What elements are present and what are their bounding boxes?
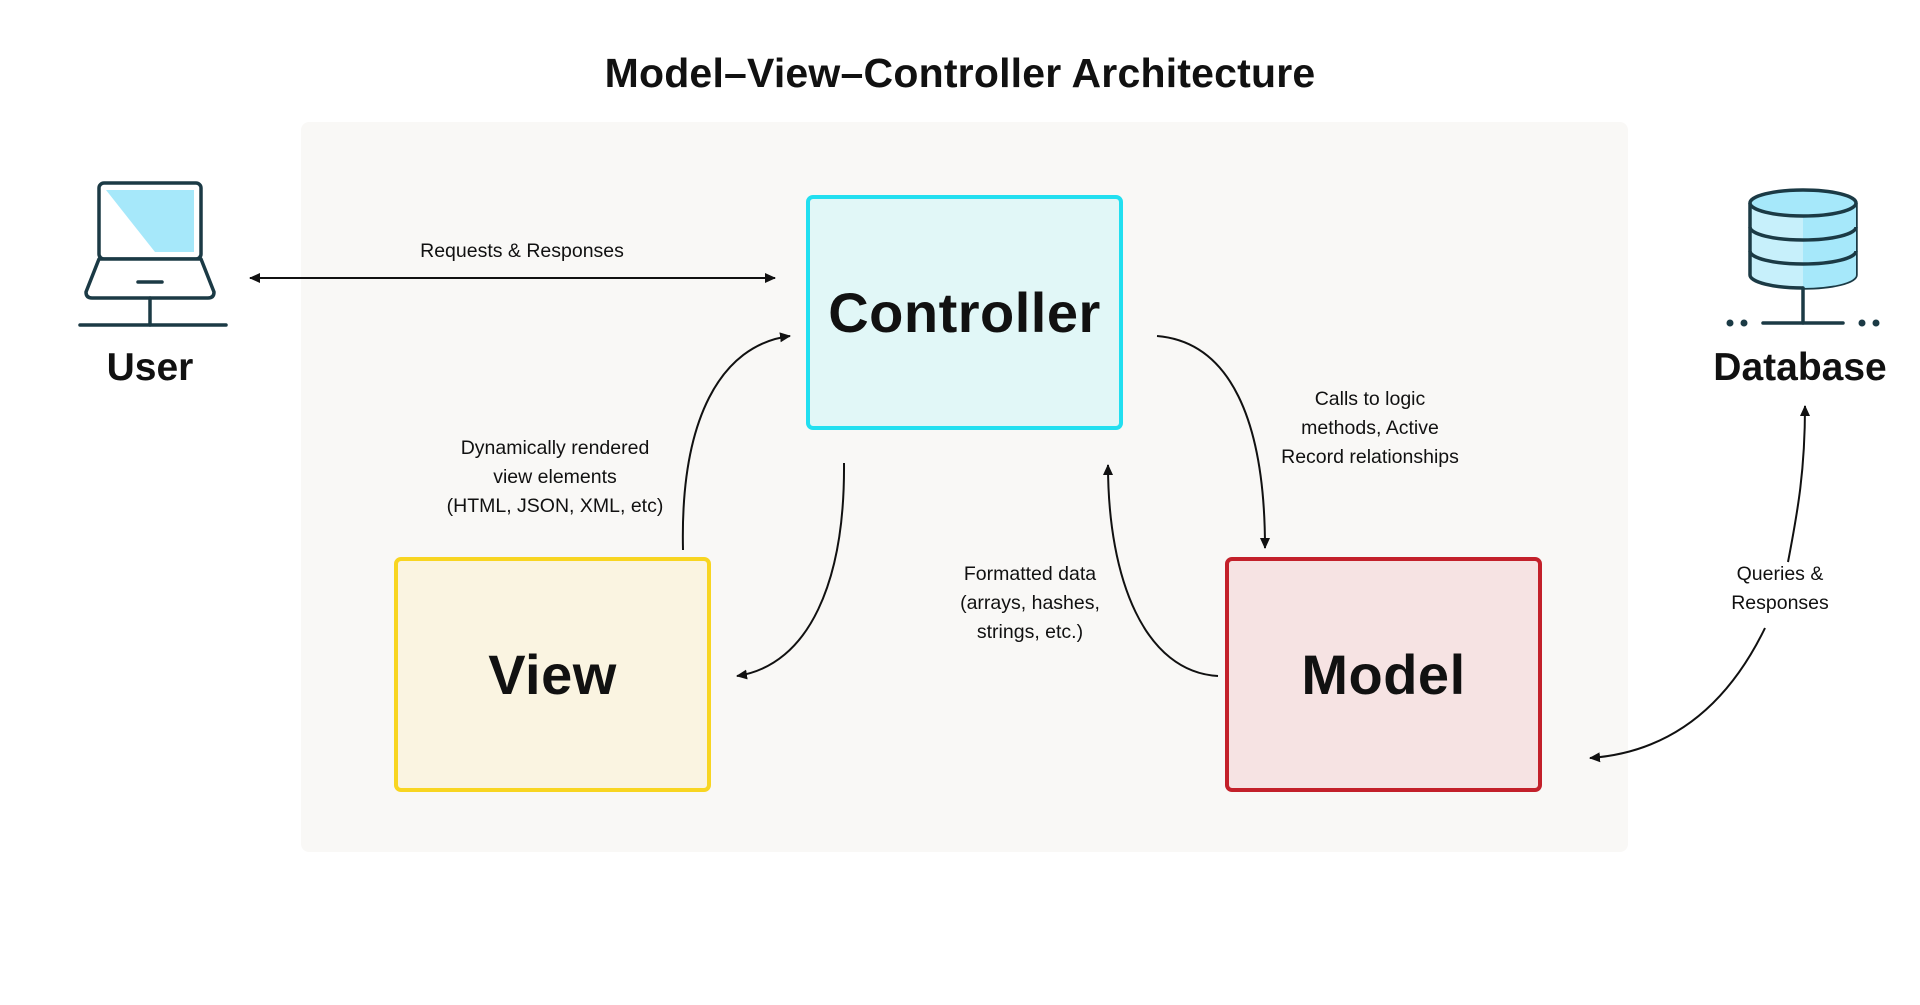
model-box: Model [1225,557,1542,792]
user-label: User [106,346,194,389]
queries-responses-label: Queries & Responses [1731,563,1829,614]
database-icon [1726,188,1880,327]
view-box: View [394,557,711,792]
controller-box: Controller [806,195,1123,430]
formatted-data-label: Formatted data (arrays, hashes, strings,… [960,563,1100,643]
model-to-controller-arrow [1103,464,1219,677]
dynamic-view-label: Dynamically rendered view elements (HTML… [446,437,664,517]
database-label: Database [1713,346,1887,389]
database-to-model-arrow [1589,627,1766,763]
view-to-controller-arrow [681,332,791,551]
controller-to-view-arrow [736,462,846,680]
diagram-title: Model–View–Controller Architecture [604,50,1316,96]
requests-responses-label: Requests & Responses [420,240,624,262]
laptop-icon [78,181,228,327]
model-to-database-arrow [1787,405,1810,563]
controller-to-model-arrow [1156,335,1270,549]
calls-to-logic-label: Calls to logic methods, Active Record re… [1281,388,1459,468]
